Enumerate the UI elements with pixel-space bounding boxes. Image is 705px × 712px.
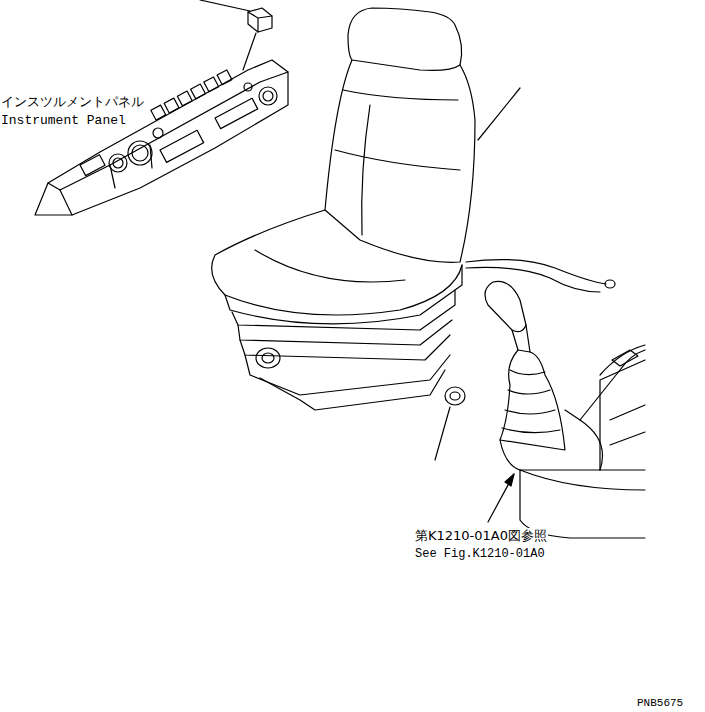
nut-part [435,387,465,460]
drawing-number: PNB5675 [636,697,684,710]
part-name-en: Instrument Panel [0,113,127,129]
reference-note-jp: 第K1210-01A0図参照 [414,528,548,544]
operator-seat [212,8,615,410]
part-name-jp: インスツルメントパネル [0,94,145,110]
control-console [485,281,645,538]
switch-part [200,0,272,70]
reference-note-en: See Fig.K1210-01A0 [414,547,546,561]
instrument-panel [35,60,288,215]
